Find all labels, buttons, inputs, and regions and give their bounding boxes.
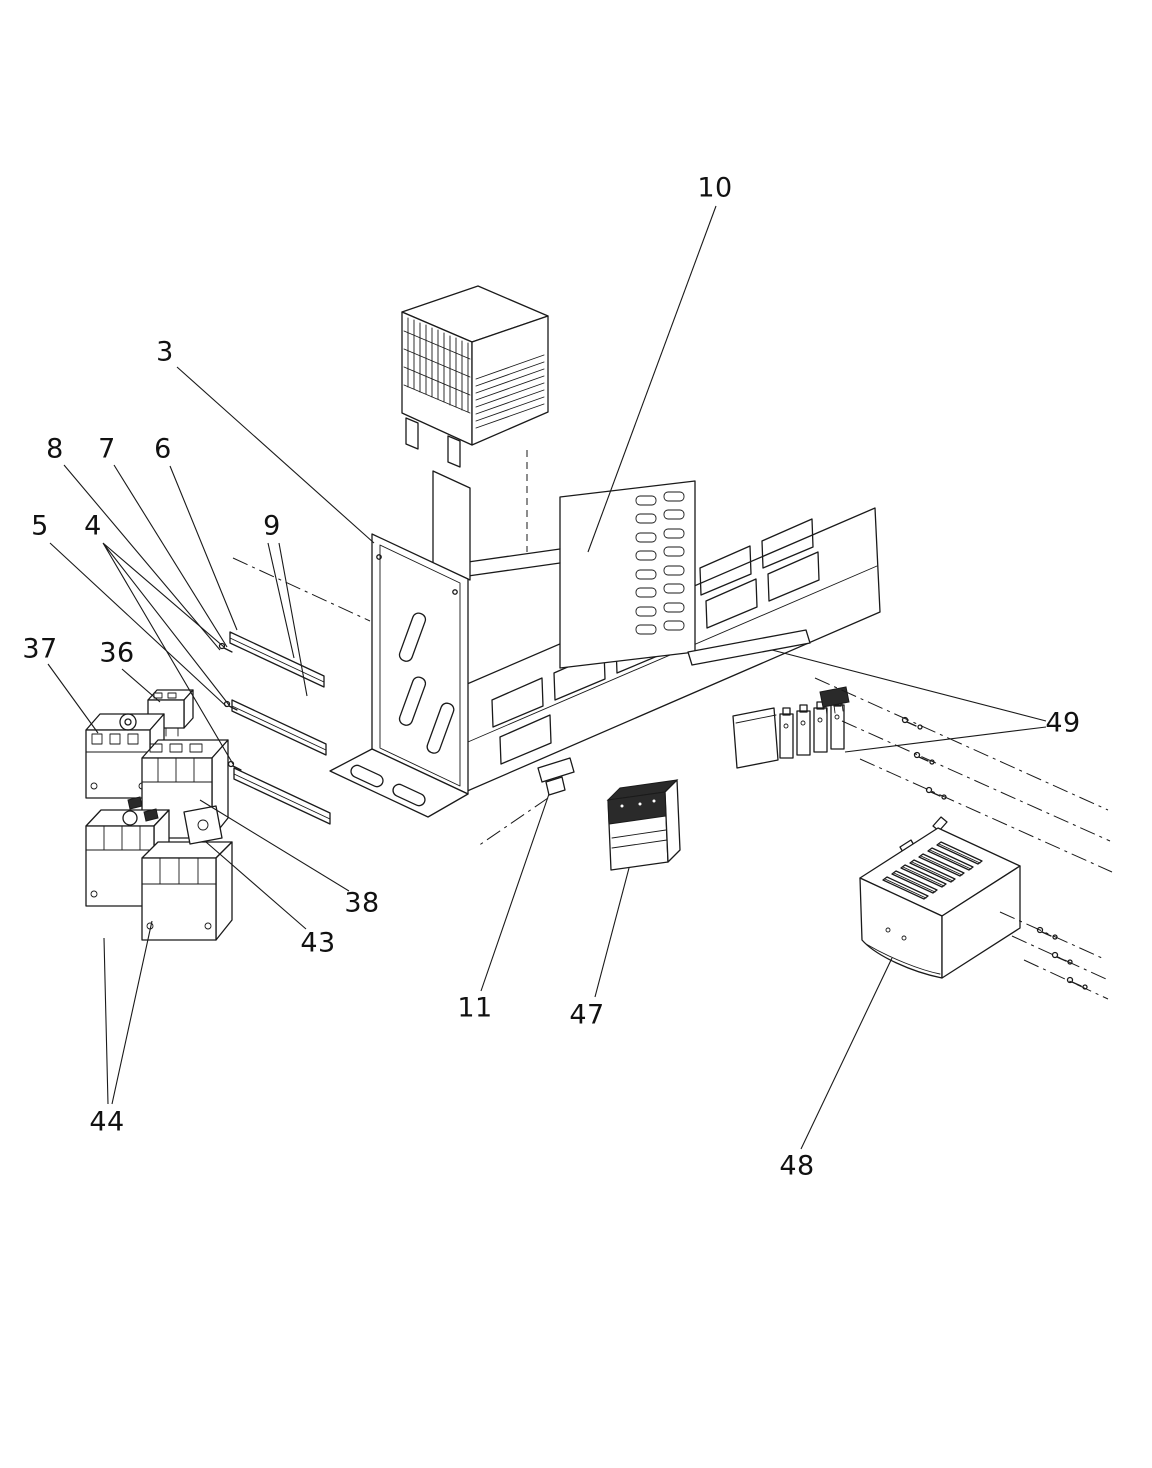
callout-6: 6 (154, 433, 172, 465)
callout-3: 3 (156, 336, 174, 368)
center-lines (232, 557, 1113, 1000)
clamp-bracket-drawing (537, 757, 575, 796)
contactor-group-drawing (85, 689, 233, 941)
callout-37: 37 (22, 633, 58, 665)
callout-11: 11 (457, 992, 493, 1024)
callout-49: 49 (1045, 707, 1081, 739)
aux-contact-drawing (147, 689, 194, 737)
contactor-4-drawing (141, 841, 233, 941)
callout-7: 7 (98, 433, 116, 465)
power-module-drawing (401, 285, 549, 468)
callout-44: 44 (89, 1106, 125, 1138)
chassis-drawing (329, 470, 881, 818)
callout-43: 43 (300, 927, 336, 959)
callout-4: 4 (84, 510, 102, 542)
cover-drawing (859, 816, 1021, 979)
mounting-rails-drawing (229, 631, 331, 825)
terminal-blocks-drawing (779, 686, 850, 759)
callout-38: 38 (344, 887, 380, 919)
leader-lines (47, 205, 1047, 1150)
callout-47: 47 (569, 999, 605, 1031)
callout-5: 5 (31, 510, 49, 542)
callout-36: 36 (99, 637, 135, 669)
accessory-plate-drawing (183, 805, 223, 845)
callout-9: 9 (263, 510, 281, 542)
callout-8: 8 (46, 433, 64, 465)
din-module-drawing (606, 779, 681, 871)
callout-48: 48 (779, 1150, 815, 1182)
callout-10: 10 (697, 172, 733, 204)
mounting-plate-drawing (687, 629, 811, 769)
